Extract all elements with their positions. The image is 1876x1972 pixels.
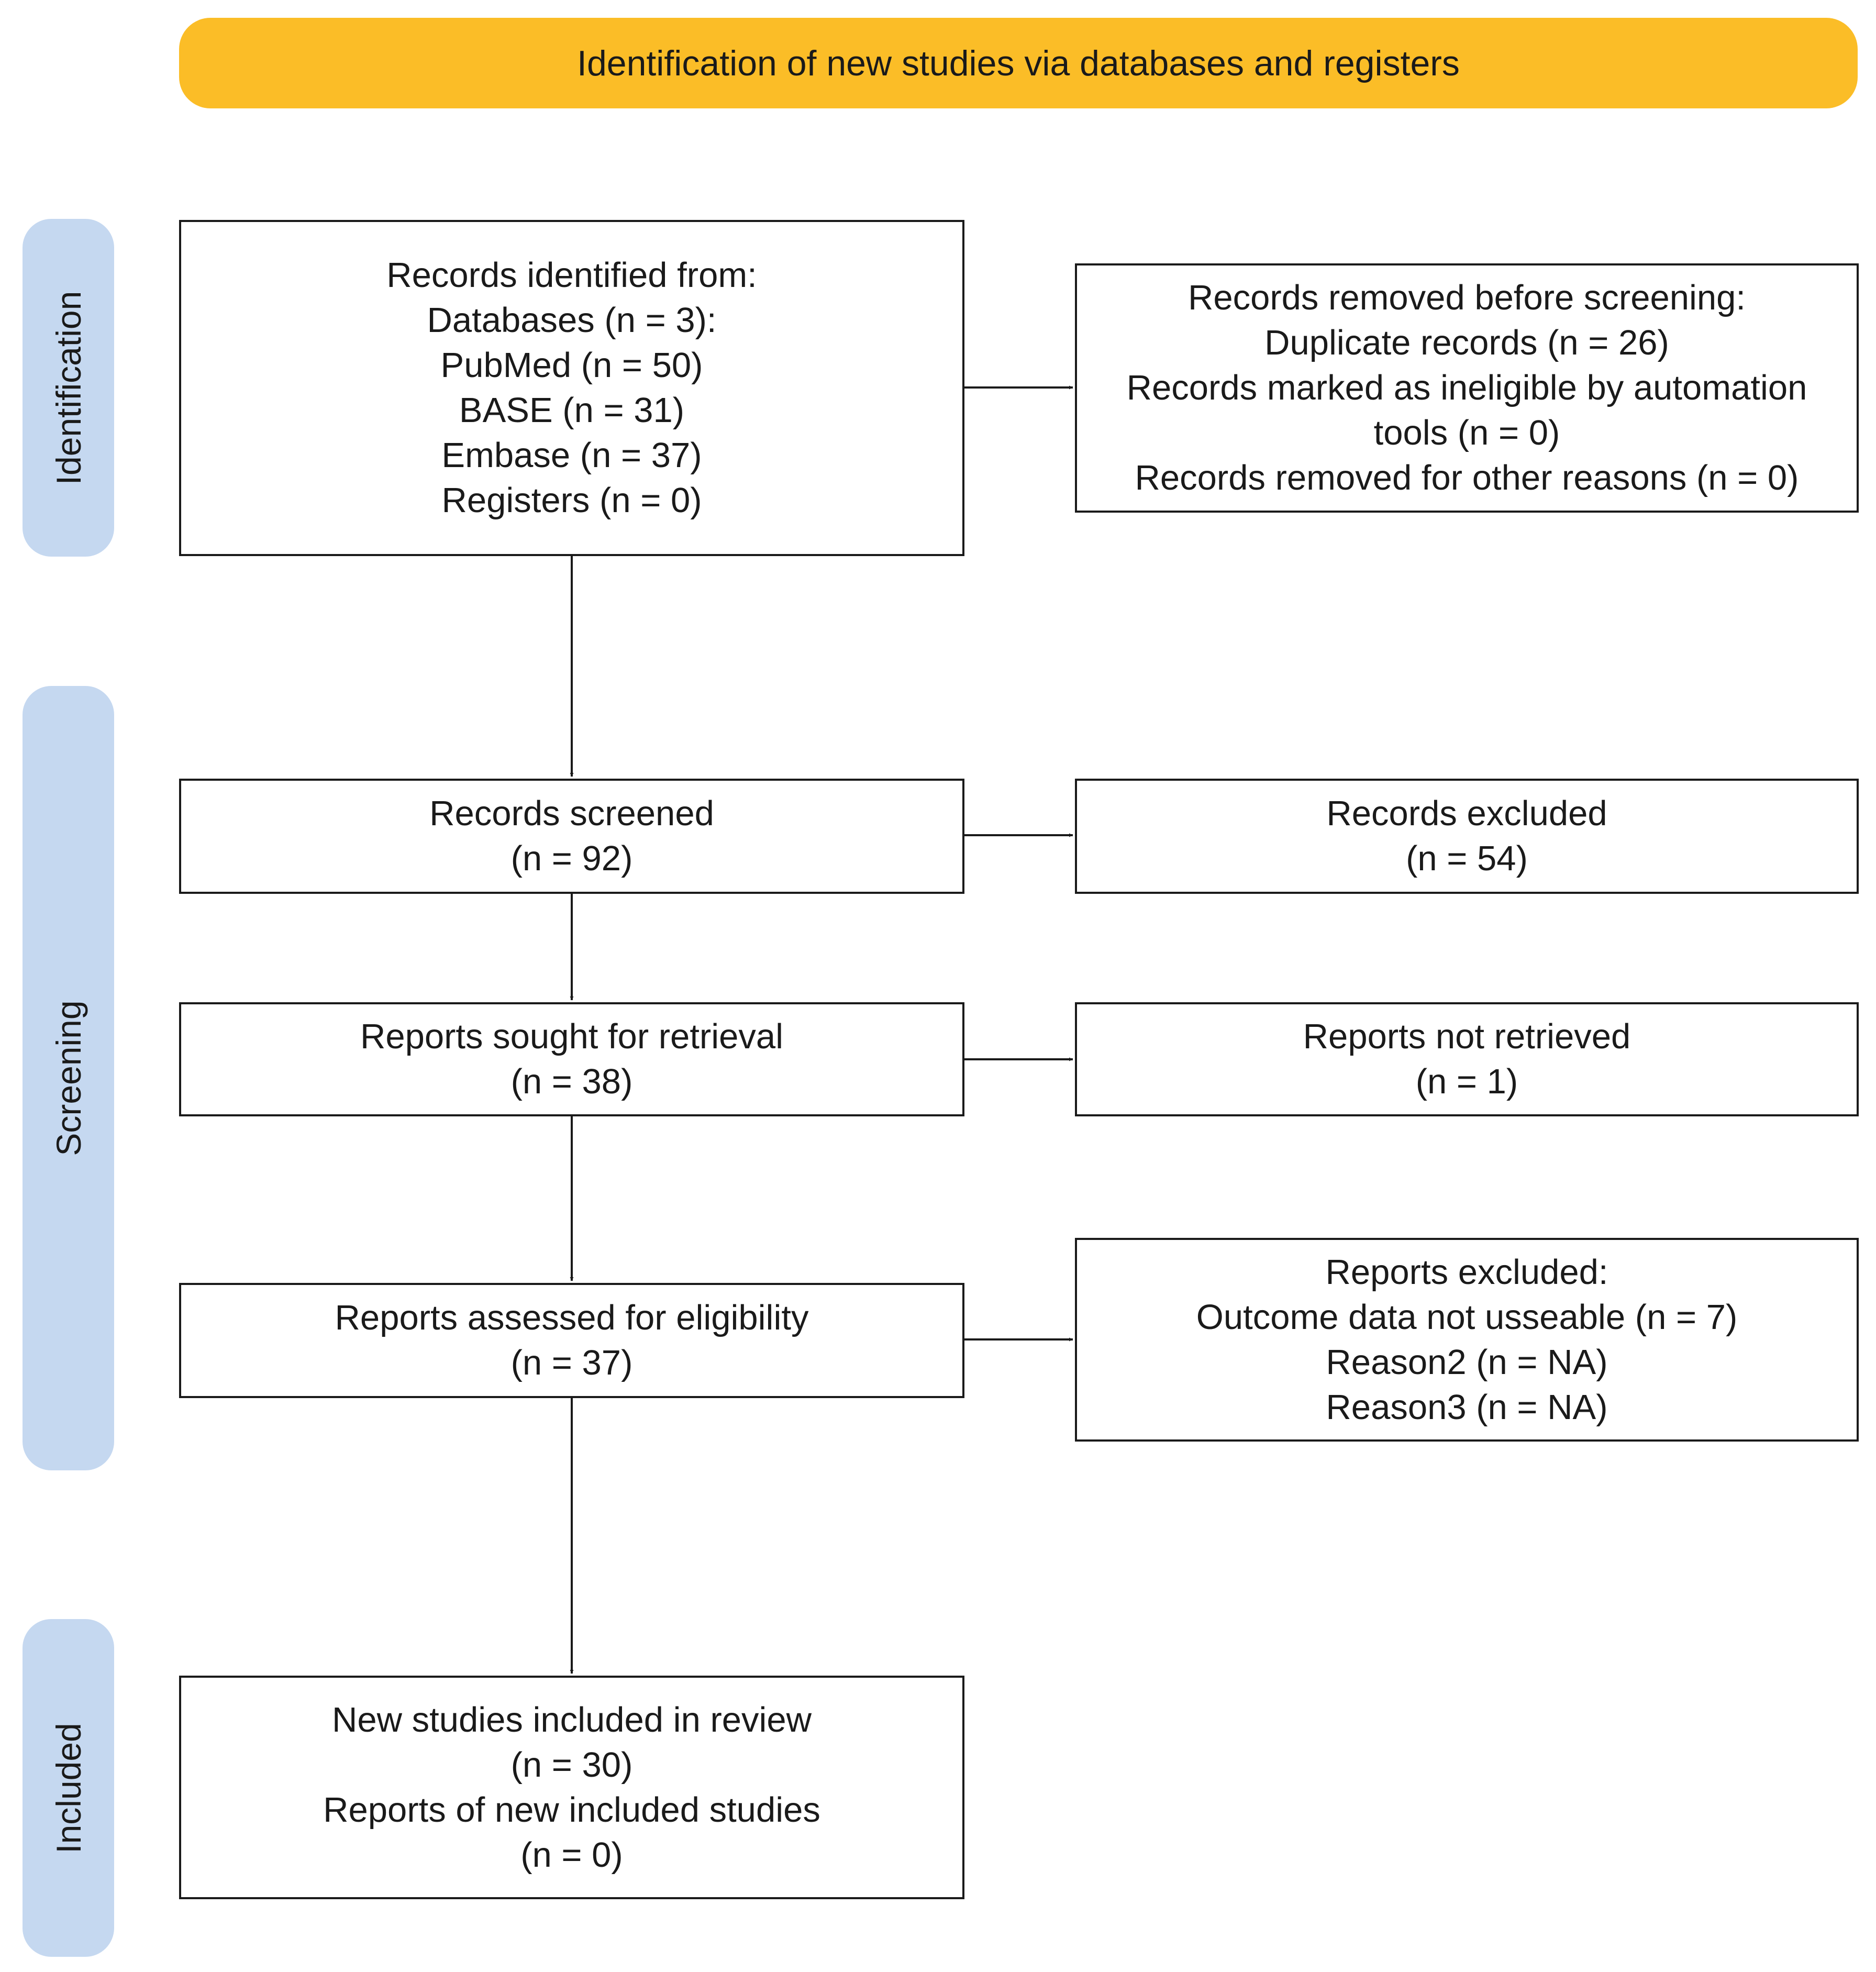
box-line: Duplicate records (n = 26) <box>1264 323 1669 362</box>
header-title: Identification of new studies via databa… <box>577 43 1460 83</box>
box-line: (n = 1) <box>1415 1062 1518 1101</box>
box-line: (n = 38) <box>510 1062 633 1101</box>
box-line: (n = 30) <box>510 1745 633 1785</box>
box-line: Records identified from: <box>386 256 757 295</box>
box-line: Databases (n = 3): <box>427 301 717 340</box>
box-line: Reason3 (n = NA) <box>1326 1387 1608 1427</box>
phase-screening: Screening <box>23 686 114 1470</box>
box-line: New studies included in review <box>331 1700 812 1740</box>
studies-included-box: New studies included in review (n = 30) … <box>179 1676 964 1899</box>
records-identified-box: Records identified from: Databases (n = … <box>179 220 964 556</box>
box-line: Reports assessed for eligibility <box>335 1298 809 1337</box>
records-screened-box: Records screened (n = 92) <box>179 779 964 894</box>
box-line: Reports of new included studies <box>323 1790 820 1830</box>
box-line: tools (n = 0) <box>1373 413 1560 452</box>
reports-assessed-box: Reports assessed for eligibility (n = 37… <box>179 1283 964 1398</box>
box-line: Records excluded <box>1326 794 1607 833</box>
box-line: Records removed for other reasons (n = 0… <box>1135 458 1799 497</box>
reports-sought-box: Reports sought for retrieval (n = 38) <box>179 1002 964 1116</box>
box-line: Reports excluded: <box>1325 1252 1608 1292</box>
box-line: (n = 92) <box>510 839 633 878</box>
box-line: Outcome data not usseable (n = 7) <box>1196 1297 1738 1337</box>
box-line: Records marked as ineligible by automati… <box>1126 368 1807 407</box>
reports-not-retrieved-box: Reports not retrieved (n = 1) <box>1075 1002 1859 1116</box>
box-line: Reports not retrieved <box>1303 1017 1631 1056</box>
box-line: PubMed (n = 50) <box>440 346 703 385</box>
reports-excluded-box: Reports excluded: Outcome data not ussea… <box>1075 1238 1859 1442</box>
box-line: Reports sought for retrieval <box>360 1017 784 1056</box>
records-removed-box: Records removed before screening: Duplic… <box>1075 263 1859 513</box>
box-line: Records screened <box>429 794 714 833</box>
box-line: Registers (n = 0) <box>441 481 702 520</box>
phase-identification: Identification <box>23 219 114 557</box>
box-line: (n = 37) <box>510 1343 633 1382</box>
box-line: Reason2 (n = NA) <box>1326 1342 1608 1382</box>
box-line: Records removed before screening: <box>1187 278 1746 317</box>
box-line: (n = 54) <box>1406 839 1528 878</box>
phase-included: Included <box>23 1619 114 1957</box>
box-line: (n = 0) <box>520 1835 623 1875</box>
header-banner: Identification of new studies via databa… <box>179 18 1858 108</box>
records-excluded-box: Records excluded (n = 54) <box>1075 779 1859 894</box>
box-line: BASE (n = 31) <box>459 391 685 430</box>
box-line: Embase (n = 37) <box>441 436 702 475</box>
